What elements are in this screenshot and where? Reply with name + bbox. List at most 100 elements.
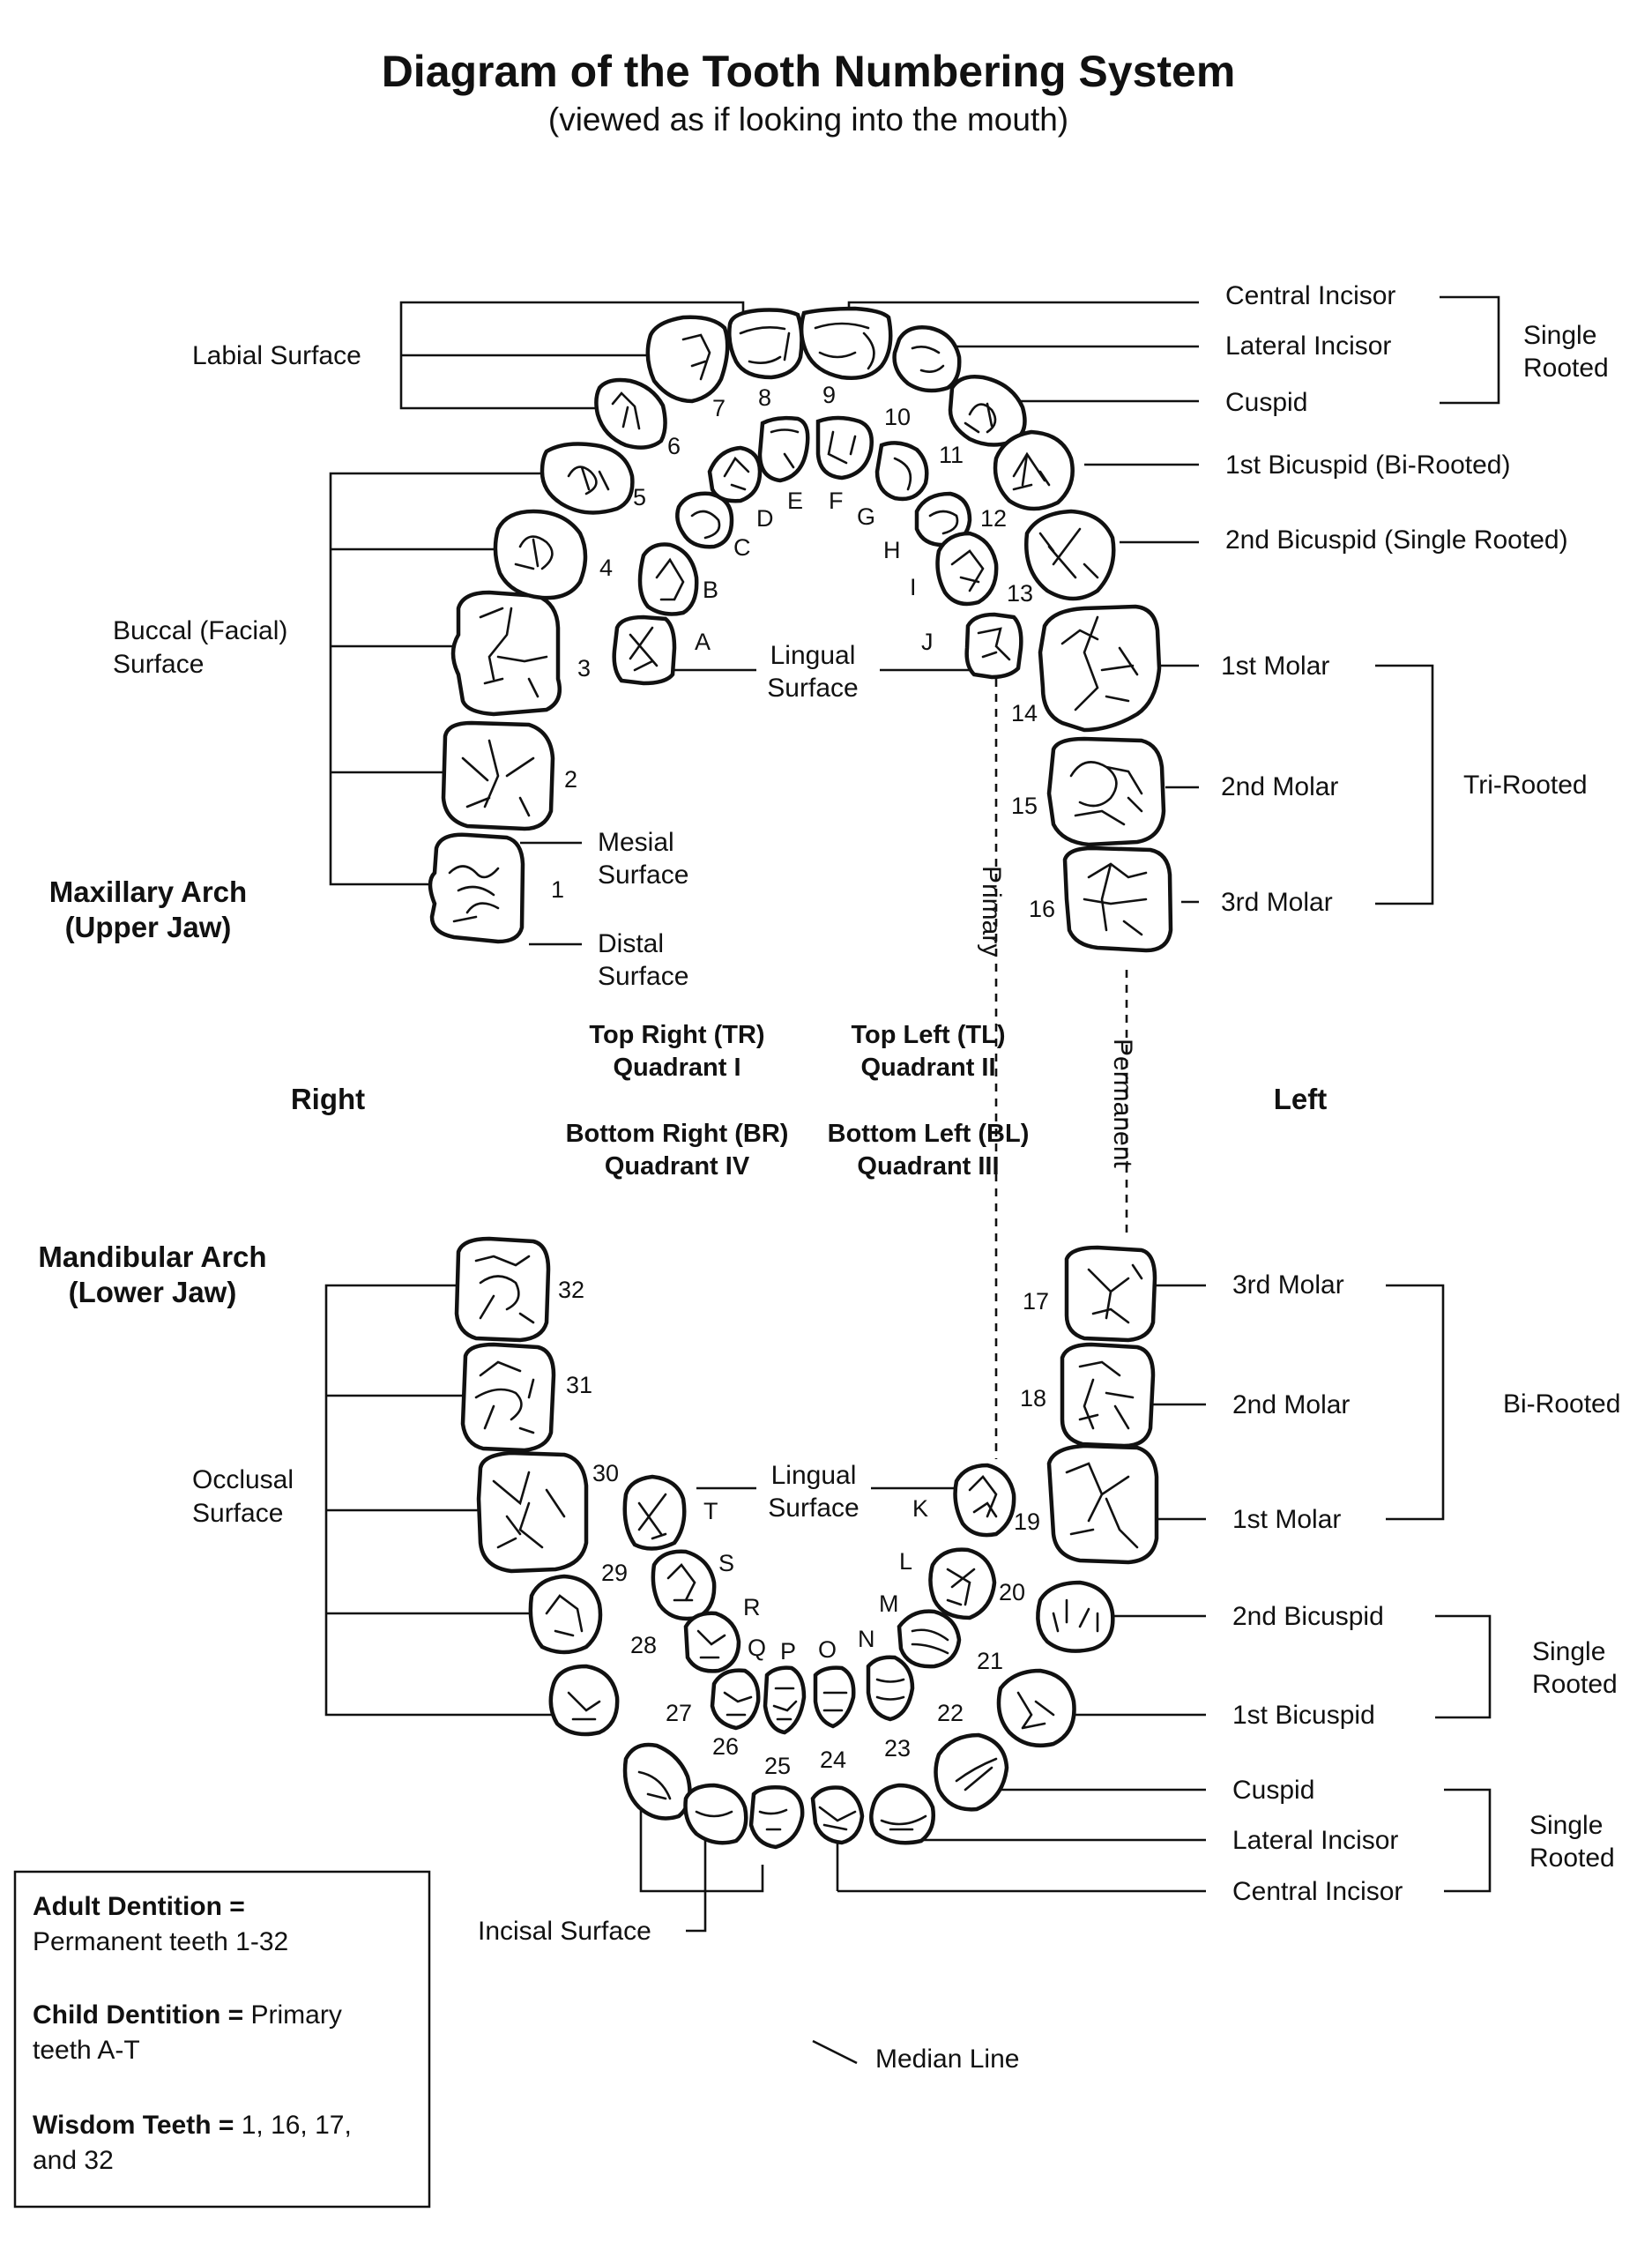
- tooth-D: [707, 445, 763, 503]
- tooth-Q: [710, 1668, 761, 1731]
- upper-tooth-numbers: 1 2 3 4 5 6 7 8 9 10 11 12 13 14 15 16: [551, 382, 1055, 922]
- distal-surface-label-line1: Distal: [598, 929, 664, 958]
- tooth-number-31: 31: [566, 1372, 592, 1398]
- labial-surface-label: Labial Surface: [192, 341, 361, 370]
- tooth-number-4: 4: [599, 555, 613, 581]
- tooth-4: [493, 509, 588, 600]
- tooth-A: [612, 615, 677, 686]
- upper-2nd-bicuspid-label: 2nd Bicuspid (Single Rooted): [1225, 525, 1568, 555]
- tooth-P: [763, 1665, 807, 1735]
- tooth-letter-N: N: [858, 1626, 875, 1652]
- tooth-6: [594, 377, 667, 450]
- tooth-19: [1046, 1443, 1159, 1565]
- tooth-18: [1060, 1342, 1156, 1449]
- tooth-E: [757, 415, 810, 483]
- tooth-number-11: 11: [939, 442, 964, 468]
- tooth-20: [1036, 1580, 1115, 1653]
- tooth-letter-B: B: [703, 577, 718, 603]
- lower-2nd-molar-label: 2nd Molar: [1232, 1390, 1350, 1419]
- tooth-letter-E: E: [787, 488, 803, 514]
- tooth-number-21: 21: [977, 1648, 1003, 1674]
- upper-1st-bicuspid-label: 1st Bicuspid (Bi-Rooted): [1225, 451, 1510, 480]
- upper-single-rooted-label-line1: Single: [1523, 321, 1596, 350]
- tooth-R: [683, 1611, 741, 1673]
- quadrant-br-line2: Quadrant IV: [605, 1152, 750, 1181]
- upper-cuspid-label: Cuspid: [1225, 388, 1307, 417]
- left-side-label: Left: [1274, 1083, 1328, 1115]
- tooth-letter-T: T: [703, 1498, 718, 1524]
- tooth-letter-C: C: [733, 534, 751, 561]
- lower-1st-bicuspid-label: 1st Bicuspid: [1232, 1701, 1375, 1730]
- lower-single-rooted-front-line2: Rooted: [1529, 1844, 1615, 1873]
- tooth-T: [622, 1474, 687, 1551]
- upper-permanent-teeth: [428, 306, 1173, 953]
- tooth-17: [1064, 1245, 1157, 1343]
- tooth-letter-D: D: [756, 505, 774, 532]
- tooth-29: [528, 1574, 603, 1655]
- lower-leader-lines: [324, 1284, 1492, 1933]
- tooth-number-1: 1: [551, 876, 564, 903]
- page-title: Diagram of the Tooth Numbering System: [382, 47, 1236, 96]
- lower-2nd-bicuspid-label: 2nd Bicuspid: [1232, 1602, 1384, 1631]
- tooth-K: [953, 1463, 1016, 1538]
- tooth-letter-J: J: [921, 629, 934, 655]
- tooth-21: [996, 1668, 1076, 1748]
- tooth-B: [637, 542, 699, 616]
- legend-box: [13, 1870, 431, 2209]
- tooth-F: [815, 415, 874, 480]
- tooth-S: [651, 1549, 717, 1621]
- lower-tooth-letters: K L M N O P Q R S T: [703, 1495, 928, 1665]
- quadrant-tl-line2: Quadrant II: [860, 1054, 995, 1082]
- tooth-letter-F: F: [829, 488, 844, 514]
- tooth-letter-Q: Q: [748, 1635, 766, 1661]
- lower-primary-teeth: [622, 1463, 1016, 1735]
- quadrant-labels: Top Right (TR) Quadrant I Top Left (TL) …: [566, 1021, 1030, 1181]
- tooth-number-30: 30: [592, 1460, 619, 1486]
- lingual-surface-lower-line1: Lingual: [771, 1461, 857, 1490]
- legend-wisdom-line2: and 32: [33, 2146, 114, 2175]
- tooth-J: [964, 612, 1023, 680]
- lingual-surface-upper-line2: Surface: [767, 674, 858, 703]
- tooth-3: [450, 590, 562, 717]
- permanent-vertical-label: Permanent: [1108, 1039, 1137, 1168]
- maxillary-arch-label-line1: Maxillary Arch: [49, 875, 247, 908]
- lower-cuspid-label: Cuspid: [1232, 1776, 1314, 1805]
- tooth-28: [548, 1664, 620, 1737]
- legend-child-line2: teeth A-T: [33, 2036, 140, 2065]
- tooth-13: [1024, 509, 1116, 601]
- tooth-number-9: 9: [822, 382, 836, 408]
- upper-single-rooted-label-line2: Rooted: [1523, 354, 1609, 383]
- tooth-7: [645, 315, 730, 404]
- tooth-M: [897, 1609, 962, 1669]
- tooth-number-16: 16: [1029, 896, 1055, 922]
- incisal-surface-label: Incisal Surface: [478, 1917, 651, 1946]
- tooth-number-32: 32: [558, 1277, 584, 1303]
- quadrant-bl-line2: Quadrant III: [857, 1152, 999, 1181]
- tooth-letter-G: G: [857, 503, 875, 530]
- quadrant-br-line1: Bottom Right (BR): [566, 1120, 789, 1148]
- tooth-31: [460, 1342, 556, 1453]
- legend-adult-line1: Adult Dentition =: [33, 1892, 245, 1921]
- lower-single-rooted-bicuspid-line1: Single: [1532, 1637, 1605, 1666]
- upper-1st-molar-label: 1st Molar: [1221, 652, 1329, 681]
- tooth-C: [675, 491, 734, 549]
- tooth-14: [1038, 604, 1162, 733]
- tooth-letter-H: H: [883, 537, 901, 563]
- tooth-number-22: 22: [937, 1700, 964, 1726]
- tooth-H: [914, 491, 972, 547]
- page-subtitle: (viewed as if looking into the mouth): [548, 101, 1068, 138]
- legend-child-line1: Child Dentition = Primary: [33, 2000, 342, 2030]
- tooth-letter-R: R: [743, 1594, 761, 1620]
- tooth-24: [810, 1785, 865, 1845]
- upper-3rd-molar-label: 3rd Molar: [1221, 888, 1333, 917]
- buccal-surface-label-line1: Buccal (Facial): [113, 616, 287, 645]
- lower-single-rooted-bicuspid-line2: Rooted: [1532, 1670, 1618, 1699]
- lower-permanent-teeth: [454, 1236, 1159, 1850]
- tooth-letter-P: P: [780, 1638, 796, 1665]
- lower-single-rooted-front-line1: Single: [1529, 1811, 1603, 1840]
- median-line-symbol: [812, 2039, 858, 2065]
- lingual-surface-lower-line2: Surface: [768, 1493, 859, 1523]
- tooth-8: [727, 308, 804, 380]
- tooth-9: [799, 306, 893, 380]
